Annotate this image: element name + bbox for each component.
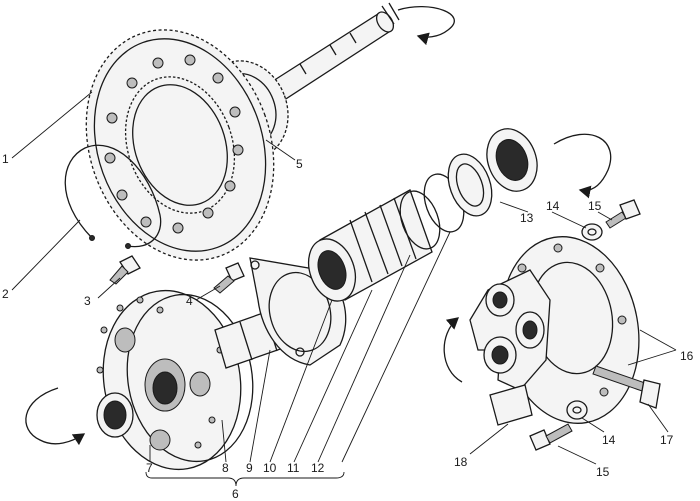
callout-14-lower: 14 [602, 433, 616, 447]
callout-10: 10 [263, 461, 277, 475]
callout-17: 17 [660, 433, 674, 447]
callout-4: 4 [186, 294, 193, 308]
bolt-17 [592, 365, 661, 409]
callout-11: 11 [287, 461, 300, 475]
splined-shaft [260, 2, 400, 105]
snap-ring [64, 144, 162, 249]
bolt-15-lower [529, 423, 573, 451]
castle-nut [447, 153, 493, 217]
callout-13: 13 [520, 211, 534, 225]
rotation-arrows [25, 6, 612, 446]
washer-14-lower [566, 400, 588, 420]
rotation-arrow-seal [553, 133, 612, 199]
callout-5: 5 [296, 157, 303, 171]
oil-seal-13 [486, 128, 538, 192]
rotation-arrow-housing [25, 387, 86, 446]
callout-6: 6 [232, 487, 239, 501]
callout-9: 9 [246, 461, 253, 475]
roller-bearing [307, 189, 441, 302]
ring-gear-bolt-holes [104, 54, 244, 234]
bolt-3 [109, 255, 141, 285]
callout-18: 18 [454, 455, 468, 469]
callout-labels: 1 2 3 4 5 6 7 8 9 10 11 12 13 14 15 16 1… [2, 152, 694, 501]
oil-seal-housing [96, 392, 134, 438]
bolt-15-upper [605, 199, 641, 229]
group-brace-6 [145, 471, 345, 487]
bolt-4 [213, 262, 245, 294]
universal-joint-yoke [469, 269, 551, 426]
leader-lines [11, 91, 677, 465]
ring-gear [85, 29, 275, 261]
washer-14-upper [581, 223, 603, 241]
rotation-arrow-shaft [397, 6, 455, 46]
carrier-flange-housing [96, 289, 313, 471]
rotation-arrow-flange [443, 317, 463, 383]
callout-2: 2 [2, 287, 9, 301]
callout-7: 7 [146, 461, 153, 475]
callout-15-upper: 15 [588, 199, 602, 213]
callout-15-lower: 15 [596, 465, 610, 479]
callout-14-upper: 14 [546, 199, 560, 213]
callout-3: 3 [84, 294, 91, 308]
callout-16: 16 [680, 349, 694, 363]
callout-12: 12 [311, 461, 325, 475]
callout-1: 1 [2, 152, 9, 166]
callout-8: 8 [222, 461, 229, 475]
